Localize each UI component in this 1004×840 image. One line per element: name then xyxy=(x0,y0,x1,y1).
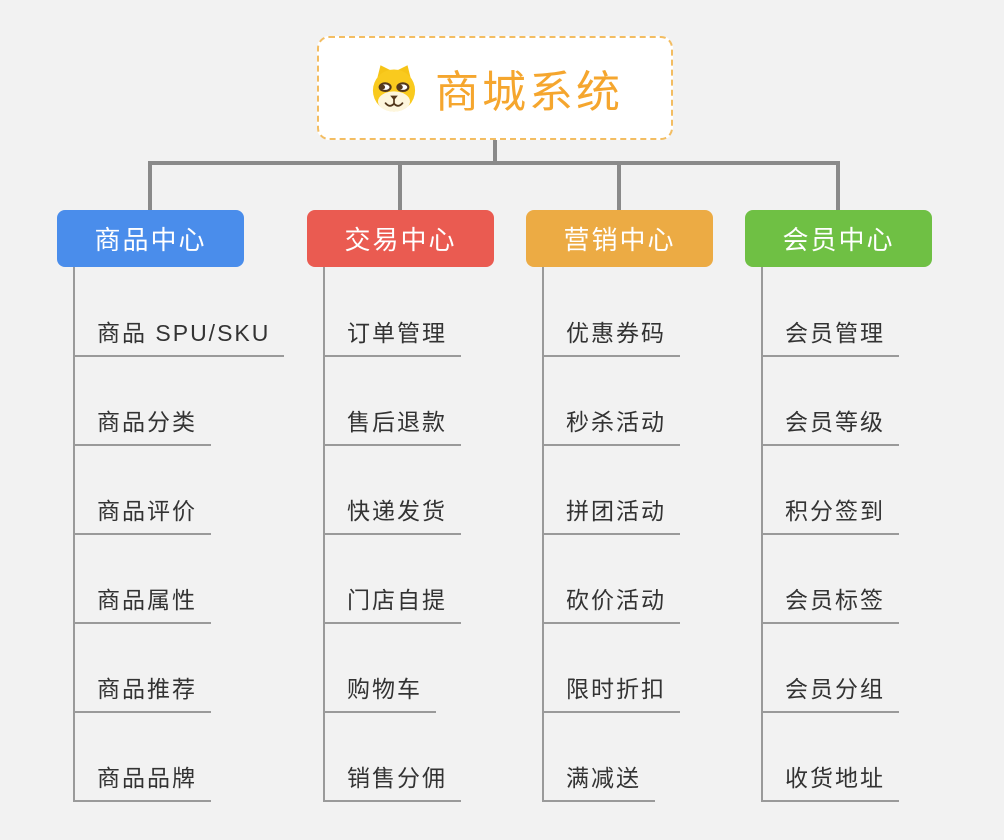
branch-node-label: 交易中心 xyxy=(344,225,457,255)
leaf-node[interactable]: 满减送 xyxy=(542,751,655,802)
leaf-node[interactable]: 砍价活动 xyxy=(542,573,680,624)
leaf-node-label: 商品分类 xyxy=(97,409,197,435)
leaf-node-label: 优惠券码 xyxy=(566,320,666,346)
leaf-node-label: 会员标签 xyxy=(785,587,885,613)
leaf-node[interactable]: 会员管理 xyxy=(761,306,899,357)
root-node[interactable]: 商城系统 xyxy=(317,36,673,140)
leaf-node[interactable]: 会员标签 xyxy=(761,573,899,624)
leaf-node-label: 限时折扣 xyxy=(566,676,666,702)
branch-node[interactable]: 商品中心 xyxy=(57,210,244,267)
leaf-node[interactable]: 商品属性 xyxy=(73,573,211,624)
branch-node-label: 会员中心 xyxy=(782,225,895,255)
connector-drop-3 xyxy=(617,161,621,210)
leaf-node[interactable]: 商品推荐 xyxy=(73,662,211,713)
connector-drop-2 xyxy=(398,161,402,210)
leaf-node[interactable]: 快递发货 xyxy=(323,484,461,535)
connector-drop-1 xyxy=(148,161,152,210)
leaf-node[interactable]: 商品 SPU/SKU xyxy=(73,306,285,357)
leaf-node[interactable]: 积分签到 xyxy=(761,484,899,535)
leaf-node-label: 会员等级 xyxy=(785,409,885,435)
leaf-node[interactable]: 会员等级 xyxy=(761,395,899,446)
branch-node-label: 商品中心 xyxy=(94,225,207,255)
branch-node[interactable]: 营销中心 xyxy=(526,210,713,267)
leaf-node-label: 满减送 xyxy=(566,765,641,791)
leaf-node-label: 商品评价 xyxy=(97,498,197,524)
leaf-node-label: 商品推荐 xyxy=(97,676,197,702)
connector-horizontal-bus xyxy=(148,161,839,165)
branch-node-label: 营销中心 xyxy=(563,225,676,255)
leaf-node-label: 购物车 xyxy=(347,676,422,702)
leaf-node-label: 会员分组 xyxy=(785,676,885,702)
branch-node[interactable]: 交易中心 xyxy=(307,210,494,267)
leaf-node-label: 快递发货 xyxy=(347,498,447,524)
leaf-node-label: 销售分佣 xyxy=(347,765,447,791)
leaf-node[interactable]: 收货地址 xyxy=(761,751,899,802)
leaf-node-label: 门店自提 xyxy=(347,587,447,613)
leaf-node-label: 商品品牌 xyxy=(97,765,197,791)
leaf-node-label: 砍价活动 xyxy=(566,587,666,613)
leaf-node[interactable]: 销售分佣 xyxy=(323,751,461,802)
leaf-node[interactable]: 秒杀活动 xyxy=(542,395,680,446)
leaf-node[interactable]: 售后退款 xyxy=(323,395,461,446)
leaf-node-label: 商品属性 xyxy=(97,587,197,613)
root-node-label: 商城系统 xyxy=(435,68,623,117)
leaf-node-label: 订单管理 xyxy=(347,320,447,346)
connector-root-stem xyxy=(493,140,497,163)
leaf-node[interactable]: 优惠券码 xyxy=(542,306,680,357)
leaf-node-label: 会员管理 xyxy=(785,320,885,346)
leaf-node-label: 秒杀活动 xyxy=(566,409,666,435)
leaf-node[interactable]: 商品分类 xyxy=(73,395,211,446)
branch-node[interactable]: 会员中心 xyxy=(745,210,932,267)
leaf-node[interactable]: 会员分组 xyxy=(761,662,899,713)
leaf-node-label: 商品 SPU/SKU xyxy=(97,320,271,346)
connector-drop-4 xyxy=(836,161,840,210)
leaf-node[interactable]: 限时折扣 xyxy=(542,662,680,713)
leaf-node-label: 积分签到 xyxy=(785,498,885,524)
leaf-node-label: 收货地址 xyxy=(785,765,885,791)
shiba-dog-icon xyxy=(367,61,421,115)
leaf-node[interactable]: 购物车 xyxy=(323,662,436,713)
leaf-node[interactable]: 拼团活动 xyxy=(542,484,680,535)
leaf-node[interactable]: 门店自提 xyxy=(323,573,461,624)
leaf-node-label: 拼团活动 xyxy=(566,498,666,524)
leaf-node-label: 售后退款 xyxy=(347,409,447,435)
leaf-node[interactable]: 订单管理 xyxy=(323,306,461,357)
leaf-node[interactable]: 商品品牌 xyxy=(73,751,211,802)
leaf-node[interactable]: 商品评价 xyxy=(73,484,211,535)
